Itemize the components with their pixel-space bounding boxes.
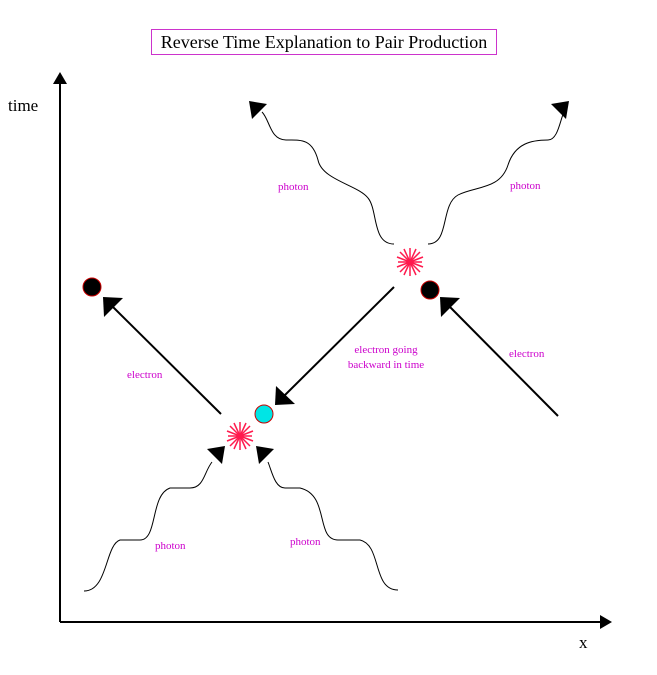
electron-right-dot (420, 280, 440, 300)
electron-backward-arrowhead (275, 386, 295, 405)
photon-bottom-right-arrowhead (256, 446, 274, 464)
y-axis-arrowhead (53, 72, 67, 84)
photon-bottom-right-line (267, 461, 399, 591)
electron-left-arrowhead (103, 297, 123, 317)
electron-right-arrowhead (440, 297, 460, 317)
photon-bottom-left-arrowhead (207, 446, 225, 464)
y-axis-label: time (8, 96, 39, 115)
electron-backward-label: electron going backward in time (338, 343, 434, 373)
electron-left-label: electron (127, 369, 163, 381)
vertex-bottom-starburst (226, 422, 254, 450)
photon-top-right-arrowhead (551, 101, 569, 119)
electron-left-line (112, 306, 222, 415)
photon-bottom-right-label: photon (290, 536, 321, 548)
electron-right-label: electron (509, 348, 545, 360)
photon-top-left-line (261, 111, 395, 245)
electron-backward-line (283, 286, 395, 397)
photon-top-left-label: photon (278, 181, 309, 193)
x-axis-arrowhead (600, 615, 612, 629)
photon-top-right-label: photon (510, 180, 541, 192)
photon-top-right-line (427, 111, 565, 245)
electron-right-line (449, 306, 559, 417)
electron-backward-label-line1: electron going (354, 344, 418, 356)
diagram-title: Reverse Time Explanation to Pair Product… (151, 29, 497, 55)
photon-top-left-arrowhead (249, 101, 267, 119)
photon-bottom-left-label: photon (155, 540, 186, 552)
vertex-top-starburst (396, 248, 424, 276)
x-axis-label: x (579, 633, 588, 652)
electron-backward-label-line2: backward in time (347, 359, 425, 371)
positron-dot (254, 404, 274, 424)
photon-bottom-left-line (83, 461, 213, 592)
electron-left-dot (82, 277, 102, 297)
